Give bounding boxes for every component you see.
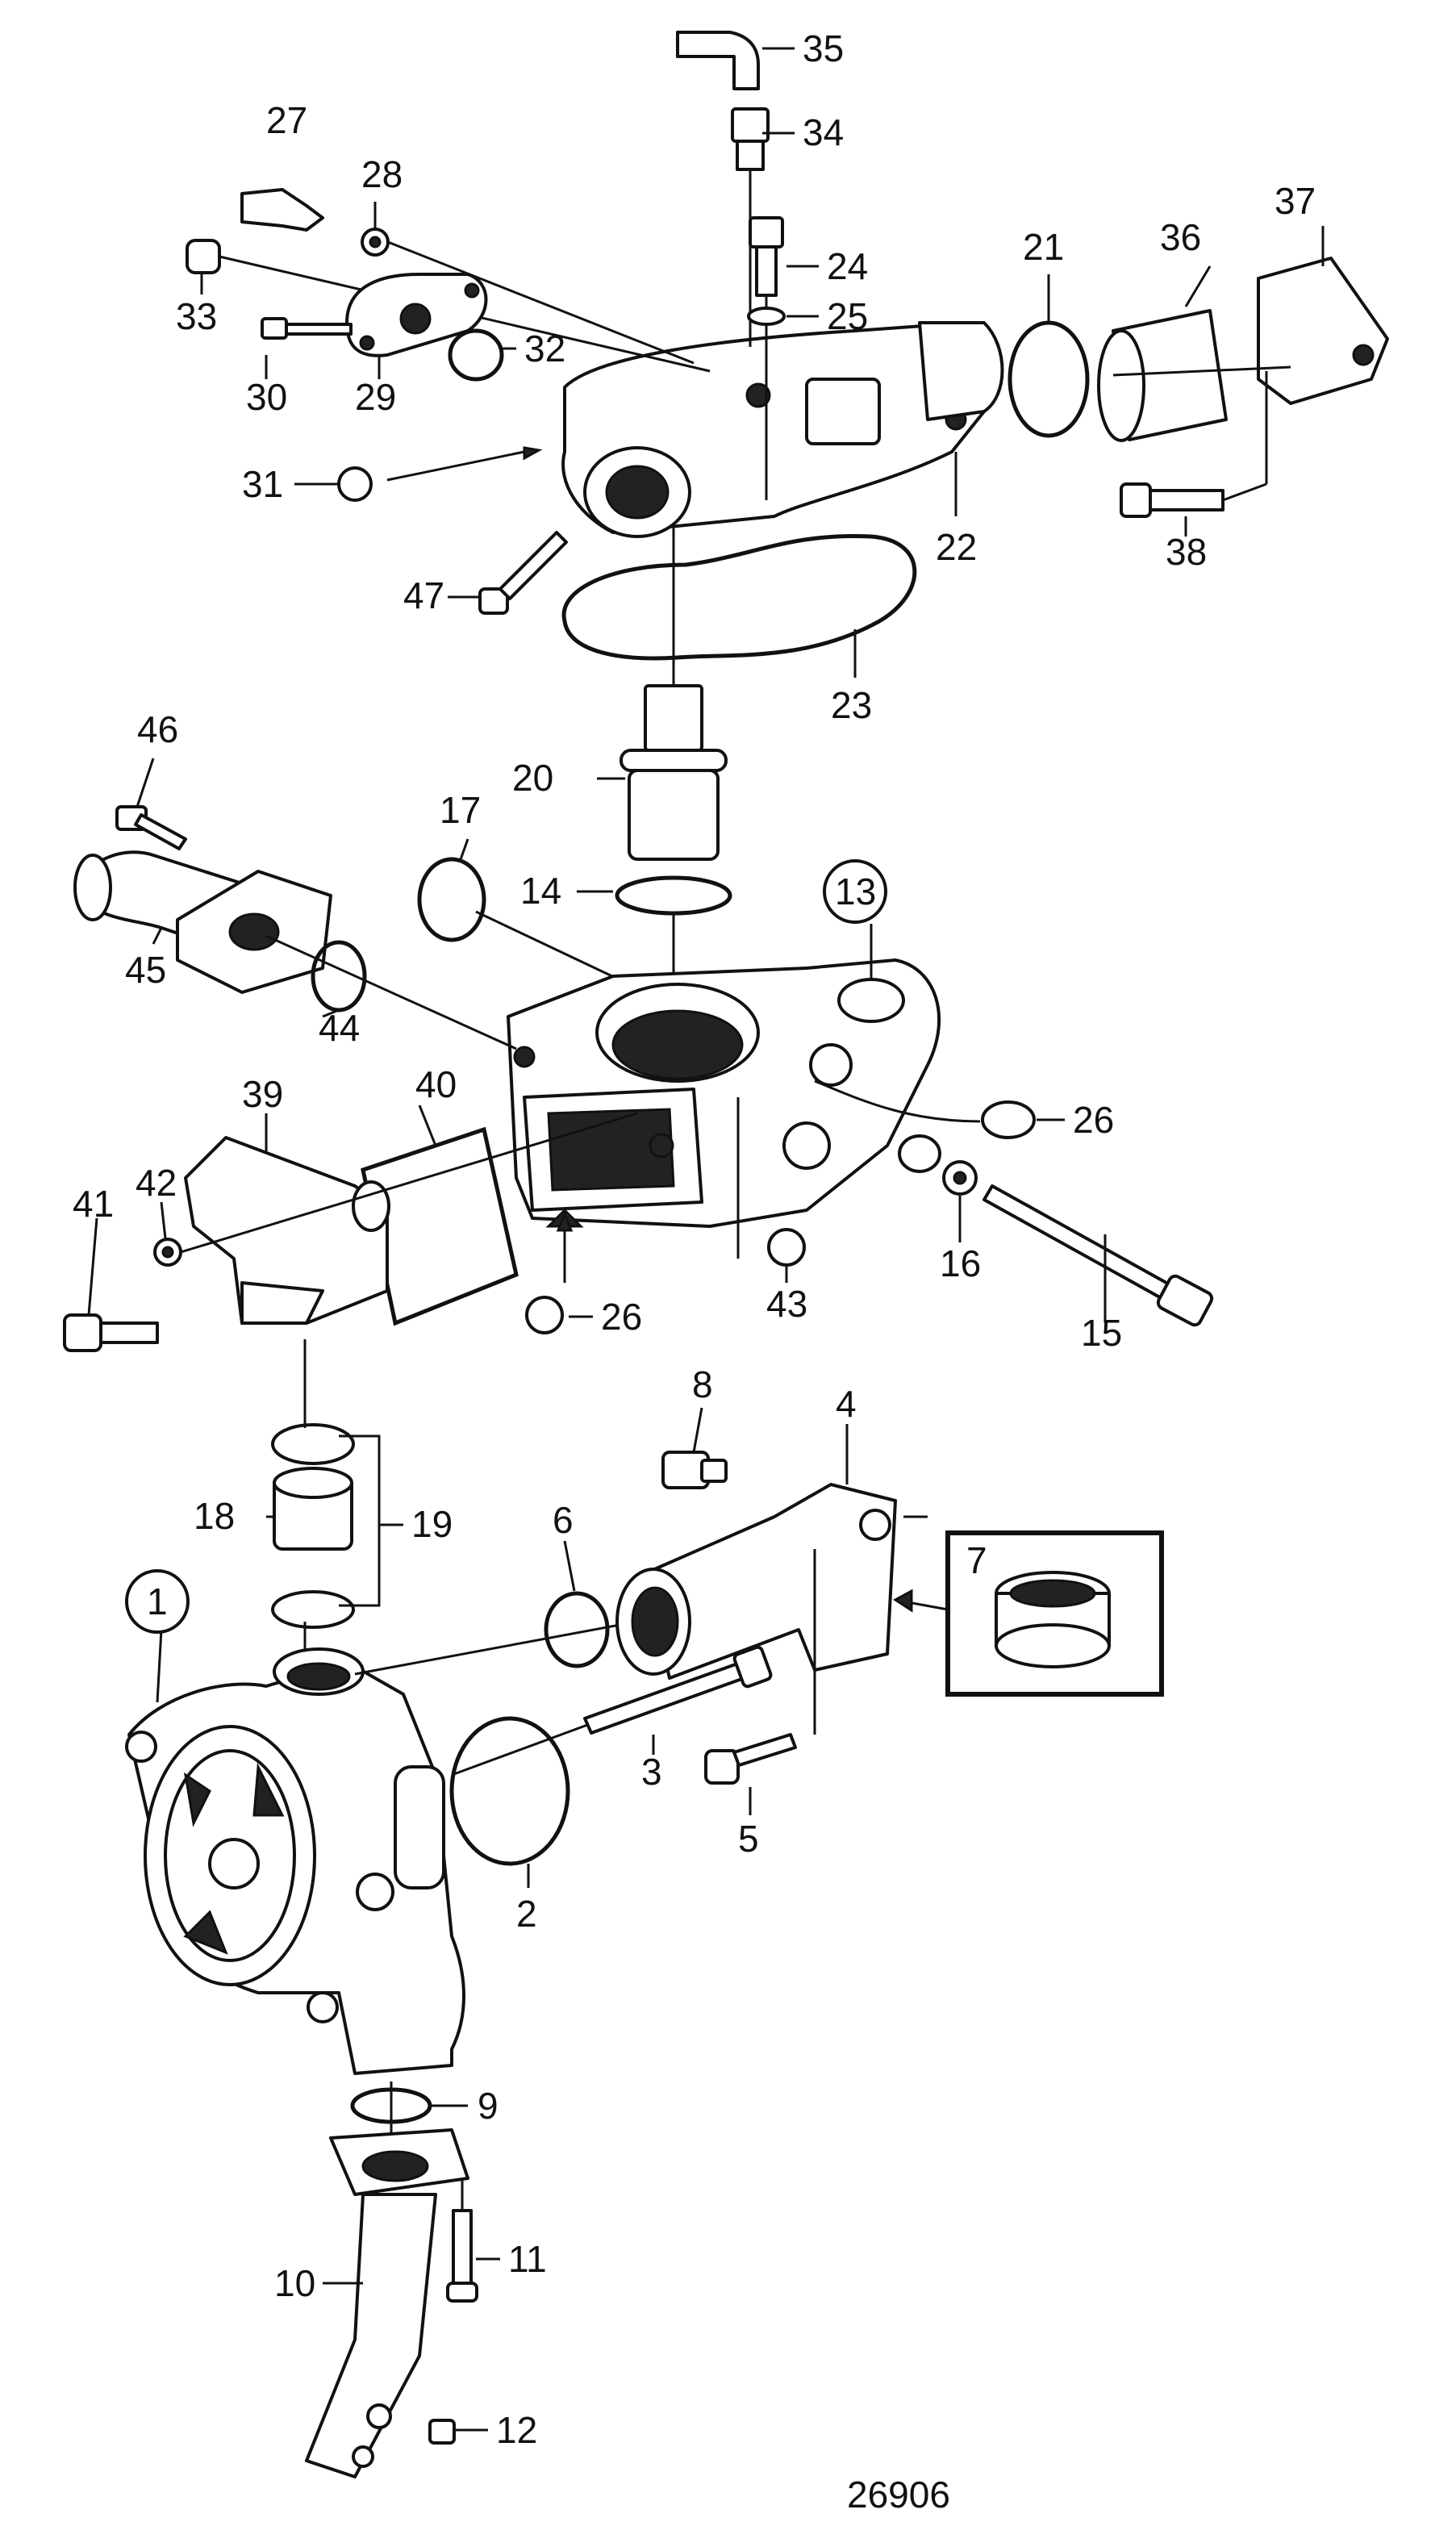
label-11: 11 (508, 2238, 547, 2280)
label-10: 10 (274, 2262, 315, 2304)
inset-bearing-part-7 (945, 1530, 1164, 1697)
elbow-outlet-part-39 (184, 1136, 390, 1325)
label-29: 29 (355, 376, 396, 418)
label-6: 6 (553, 1499, 574, 1541)
label-38: 38 (1166, 531, 1207, 573)
bolt-part-38 (1120, 371, 1268, 518)
bolt-part-41 (63, 1313, 159, 1352)
label-30: 30 (246, 376, 287, 418)
label-9: 9 (478, 2085, 499, 2127)
label-22: 22 (936, 526, 977, 568)
drawing-number: 26906 (847, 2474, 950, 2516)
part-number-labels: 35 34 27 28 24 25 21 36 37 33 32 30 29 3… (73, 27, 1316, 2516)
label-46: 46 (137, 708, 178, 750)
detail-arrow (893, 1589, 949, 1613)
stud-part-3 (583, 1645, 773, 1735)
label-26-upper: 26 (1073, 1099, 1114, 1141)
label-34: 34 (803, 111, 844, 153)
label-28: 28 (361, 153, 403, 195)
circled-label-1 (125, 1569, 190, 1634)
nipple-part-34 (731, 107, 770, 347)
outlet-flange-part-37 (1112, 257, 1389, 405)
label-43: 43 (766, 1283, 807, 1325)
label-32: 32 (524, 328, 565, 370)
label-41: 41 (73, 1183, 114, 1225)
label-35: 35 (803, 27, 844, 69)
label-25: 25 (827, 295, 868, 337)
label-39: 39 (242, 1073, 283, 1115)
bolt-part-24 (749, 216, 784, 500)
o-ring-part-17 (417, 857, 630, 986)
label-26-lower: 26 (601, 1296, 642, 1338)
insert-part-18 (271, 1339, 355, 1678)
bend-pipe-part-45 (73, 850, 517, 1050)
nut-part-43 (736, 1097, 806, 1267)
label-36: 36 (1160, 216, 1201, 258)
seal-ring-part-6 (354, 1591, 638, 1676)
bolt-part-30 (261, 317, 353, 340)
bolt-part-46 (115, 805, 187, 850)
o-ring-part-2 (449, 1716, 606, 1866)
long-bolt-part-15 (982, 1184, 1214, 1327)
label-13: 13 (835, 871, 876, 912)
label-1: 1 (147, 1580, 168, 1622)
label-47: 47 (403, 574, 444, 616)
thermostat-housing-part-13 (507, 958, 941, 1228)
washer-part-28 (361, 228, 695, 365)
label-4: 4 (836, 1383, 857, 1425)
label-3: 3 (641, 1751, 662, 1793)
bolt-part-47 (478, 531, 568, 615)
label-37: 37 (1275, 180, 1316, 222)
thermostat-housing-cover (561, 321, 1004, 538)
label-45: 45 (125, 949, 166, 991)
screw-part-11 (446, 2178, 478, 2303)
nut-part-26-lower (525, 1210, 574, 1334)
label-42: 42 (136, 1162, 177, 1204)
elbow-fitting-part-35 (676, 31, 760, 90)
washer-part-16 (942, 1160, 978, 1196)
gasket-part-23 (561, 533, 917, 661)
label-8: 8 (692, 1363, 713, 1405)
o-ring-part-21 (1008, 320, 1090, 438)
flange-cover-part-29 (345, 273, 488, 357)
label-44: 44 (319, 1007, 360, 1049)
label-20: 20 (512, 757, 553, 799)
nut-part-31 (337, 446, 543, 502)
label-40: 40 (415, 1063, 457, 1105)
thermostat-part-20 (620, 524, 728, 861)
temperature-sensor-part-27 (240, 188, 324, 232)
label-19: 19 (411, 1503, 453, 1545)
label-18: 18 (194, 1495, 235, 1537)
label-33: 33 (176, 295, 217, 337)
label-24: 24 (827, 245, 868, 287)
label-23: 23 (831, 684, 872, 726)
label-14: 14 (520, 870, 561, 912)
water-pump-part-1 (125, 1647, 465, 2075)
label-17: 17 (440, 789, 481, 831)
label-16: 16 (940, 1242, 981, 1284)
nut-part-26-upper (814, 1079, 1036, 1139)
inlet-pipe-part-4 (615, 1483, 928, 1680)
label-31: 31 (242, 463, 283, 505)
label-27: 27 (266, 99, 307, 141)
label-21: 21 (1023, 226, 1064, 268)
washer-part-25 (747, 307, 786, 326)
label-15: 15 (1081, 1312, 1122, 1354)
plug-part-12 (428, 2419, 456, 2445)
leader-lines (87, 47, 1325, 2432)
label-5: 5 (738, 1818, 759, 1860)
washer-part-42 (153, 1112, 638, 1267)
label-12: 12 (496, 2409, 537, 2451)
label-2: 2 (516, 1893, 537, 1935)
plug-part-8 (661, 1451, 728, 1489)
bolt-part-5 (704, 1549, 816, 1785)
pipe-sleeve-part-36 (1097, 309, 1228, 442)
circled-label-13 (823, 859, 887, 924)
label-7: 7 (966, 1539, 987, 1581)
o-ring-part-32 (448, 328, 504, 382)
outlet-pipe-part-10 (305, 2128, 469, 2478)
